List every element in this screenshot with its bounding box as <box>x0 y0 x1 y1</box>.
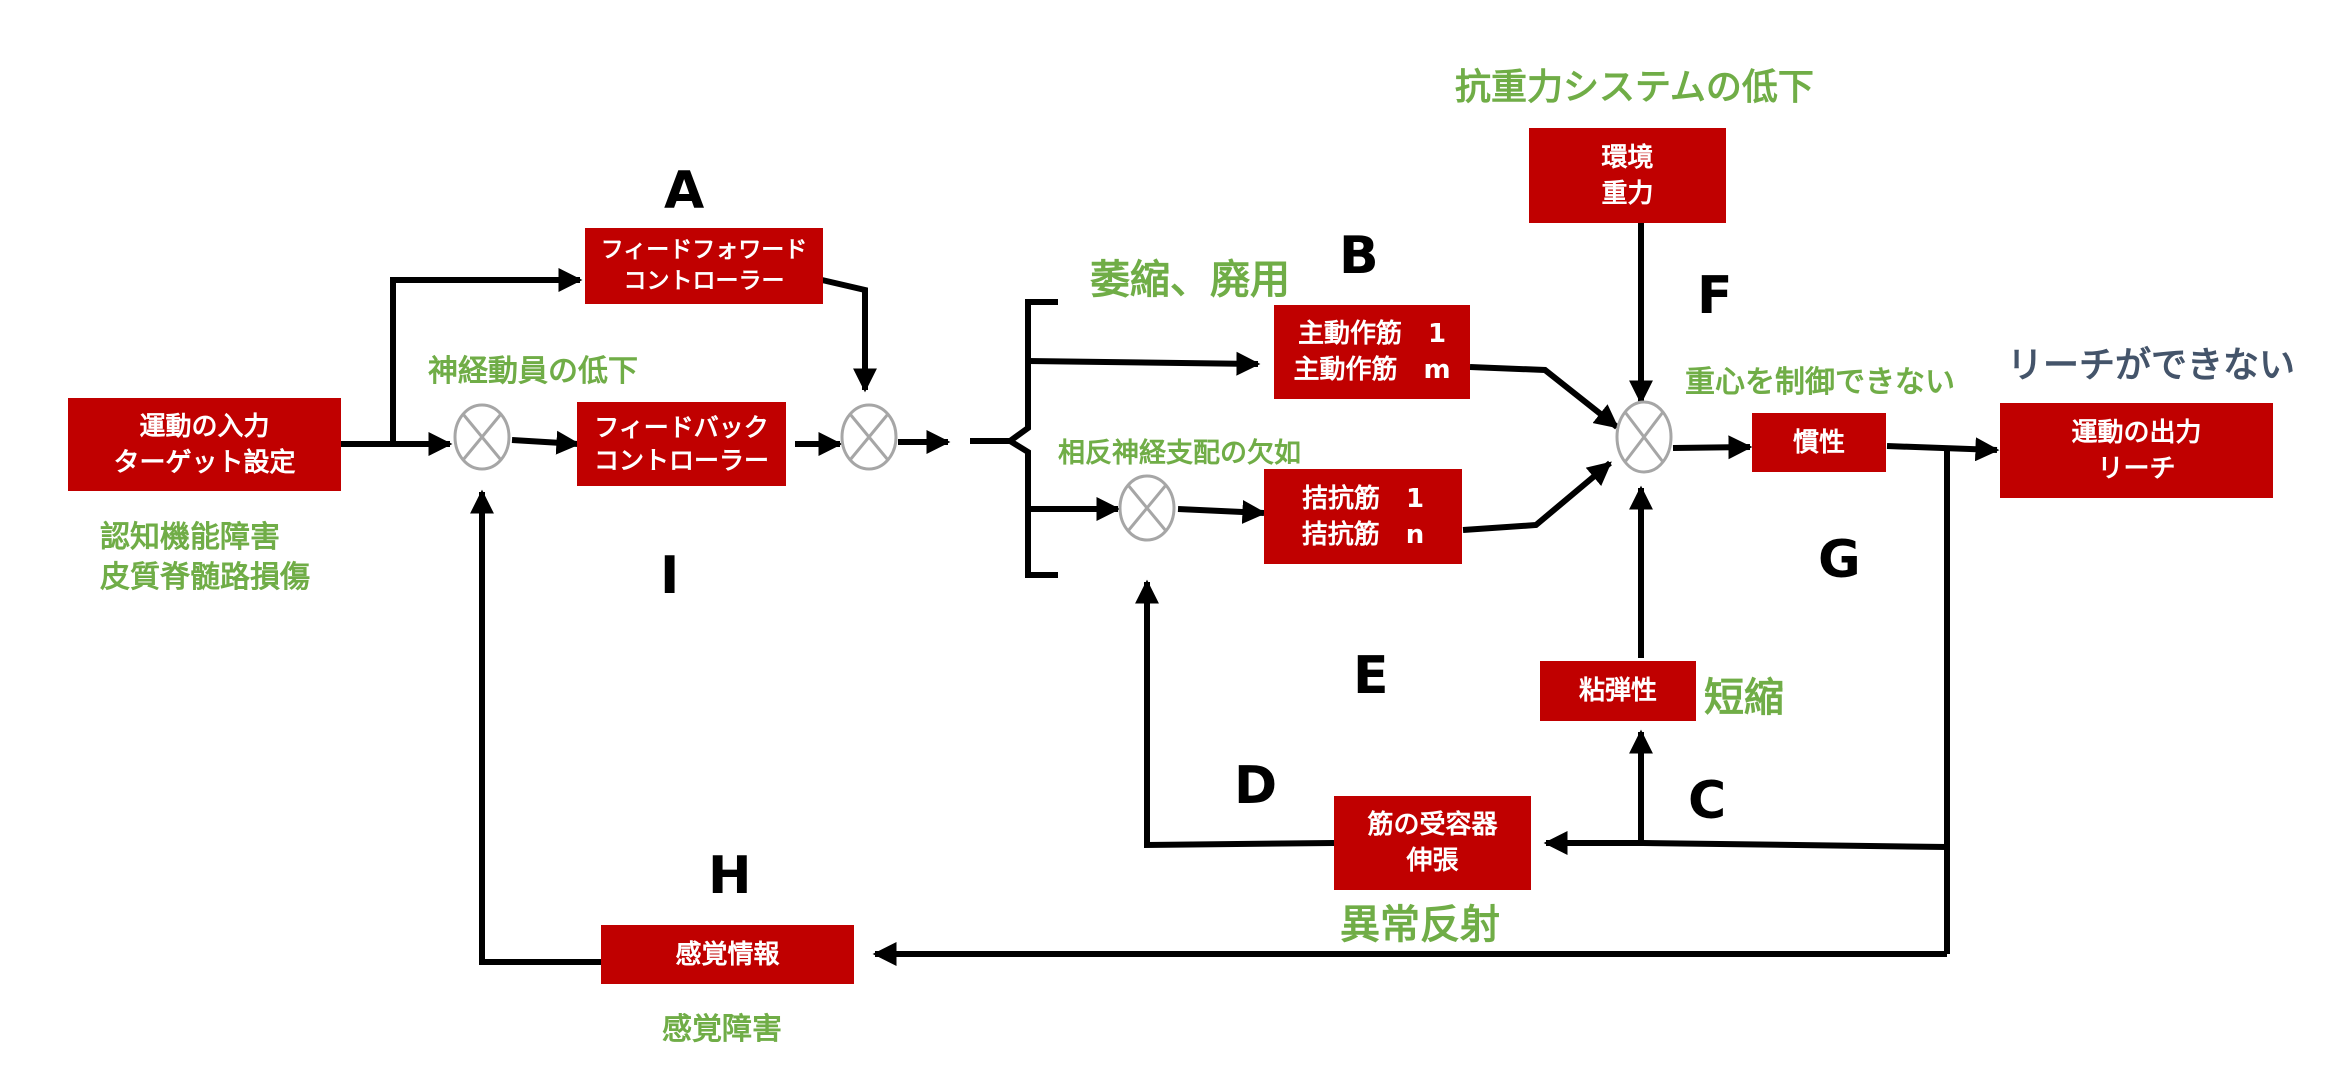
line-junction3-to-antagonist <box>1177 500 1267 524</box>
inertia-label: 慣性 <box>1792 427 1845 458</box>
inertia-block: 慣性 <box>1752 413 1886 472</box>
summing-junction-1 <box>453 403 511 471</box>
line-agonist-to-junction4 <box>1469 364 1619 430</box>
feedforward-line2: コントローラー <box>623 268 785 294</box>
feedback-line1: フィードバック <box>594 413 769 442</box>
receptor-line1: 筋の受容器 <box>1367 810 1498 840</box>
line-brace-to-agonist <box>1027 351 1261 376</box>
line-inertia-to-output <box>1886 437 2000 462</box>
environment-gravity-block: 環境 重力 <box>1529 128 1726 223</box>
line-receptor-to-junction3 <box>1135 579 1335 849</box>
center-of-gravity-annotation: 重心を制御できない <box>1685 365 1955 400</box>
summing-junction-3 <box>1118 474 1176 542</box>
agonist-line2: 主動作筋 m <box>1293 355 1451 385</box>
antagonist-line2: 拮抗筋 n <box>1301 519 1425 550</box>
antigravity-annotation: 抗重力システムの低下 <box>1455 67 1814 108</box>
feedback-controller-block: フィードバック コントローラー <box>577 402 786 486</box>
label-f: F <box>1697 266 1733 326</box>
line-input-to-feedforward <box>390 268 583 444</box>
agonist-line1: 主動作筋 1 <box>1297 319 1447 349</box>
cognitive-line1: 認知機能障害 <box>100 520 280 555</box>
reciprocal-annotation: 相反神経支配の欠如 <box>1058 438 1301 469</box>
viscoelastic-block: 粘弾性 <box>1540 661 1696 721</box>
label-h: H <box>708 846 752 906</box>
shortening-annotation: 短縮 <box>1704 675 1784 721</box>
cognitive-annotation: 認知機能障害 皮質脊髄路損傷 <box>100 518 310 598</box>
label-e: E <box>1353 646 1389 706</box>
sensory-label: 感覚情報 <box>675 939 780 970</box>
summing-junction-2 <box>840 403 898 471</box>
input-target-block: 運動の入力 ターゲット設定 <box>68 398 341 491</box>
antagonist-muscle-block: 拮抗筋 1 拮抗筋 n <box>1264 469 1462 564</box>
label-c: C <box>1688 771 1727 831</box>
line-feedforward-to-junction2 <box>821 277 877 393</box>
input-target-line1: 運動の入力 <box>139 411 270 442</box>
agonist-muscle-block: 主動作筋 1 主動作筋 m <box>1274 305 1470 399</box>
muscle-receptor-block: 筋の受容器 伸張 <box>1334 796 1531 890</box>
line-junction4-to-inertia <box>1672 435 1753 460</box>
atrophy-annotation: 萎縮、廃用 <box>1090 257 1290 303</box>
neural-recruitment-annotation: 神経動員の低下 <box>428 354 638 389</box>
feedback-line2: コントローラー <box>593 446 769 475</box>
environment-line2: 重力 <box>1601 178 1654 209</box>
label-a: A <box>664 161 705 221</box>
feedforward-controller-block: フィードフォワード コントローラー <box>585 228 823 304</box>
input-target-line2: ターゲット設定 <box>113 447 296 478</box>
receptor-line2: 伸張 <box>1406 846 1459 876</box>
feedforward-line1: フィードフォワード <box>600 237 808 263</box>
antagonist-line1: 拮抗筋 1 <box>1301 483 1425 514</box>
output-line1: 運動の出力 <box>2071 417 2202 448</box>
cannot-reach-headline: リーチができない <box>2007 345 2296 386</box>
sensory-info-block: 感覚情報 <box>601 925 854 984</box>
brace <box>970 299 1058 578</box>
motor-output-block: 運動の出力 リーチ <box>2000 403 2273 498</box>
line-junction1-to-feedback <box>511 430 581 455</box>
sensory-impairment-annotation: 感覚障害 <box>662 1012 782 1047</box>
abnormal-reflex-annotation: 異常反射 <box>1340 902 1500 948</box>
line-antagonist-to-junction4 <box>1462 460 1612 533</box>
label-b: B <box>1339 226 1379 286</box>
cognitive-line2: 皮質脊髄路損傷 <box>100 560 310 595</box>
label-i: I <box>660 546 680 606</box>
viscoelastic-label: 粘弾性 <box>1578 676 1657 706</box>
line-trunk-to-receptor <box>1543 831 1948 855</box>
label-g: G <box>1818 530 1861 590</box>
label-d: D <box>1234 756 1278 816</box>
environment-line1: 環境 <box>1601 142 1654 173</box>
line-sensory-to-junction1 <box>470 489 602 965</box>
output-line2: リーチ <box>2097 453 2176 484</box>
summing-junction-4 <box>1615 400 1673 474</box>
